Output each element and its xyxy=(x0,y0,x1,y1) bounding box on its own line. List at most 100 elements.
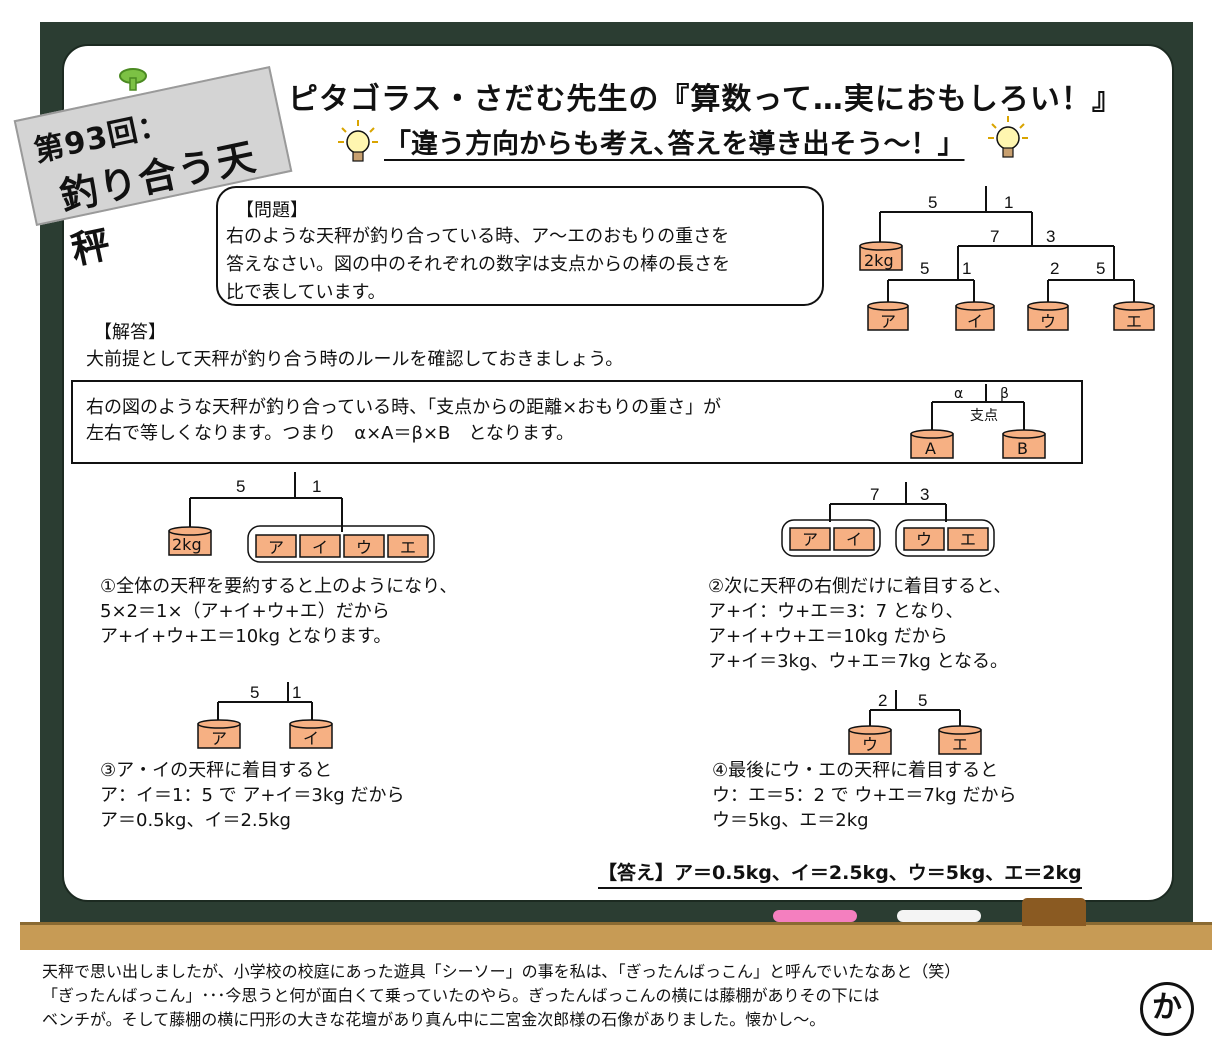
pushpin-icon xyxy=(119,68,147,91)
grouped-weights-outline xyxy=(247,525,435,563)
problem-line: 右のような天秤が釣り合っている時、ア～エのおもりの重さを xyxy=(226,226,730,247)
ratio-label: 3 xyxy=(920,485,929,504)
step-line: ウ＝5kg、エ＝2kg xyxy=(712,810,869,831)
weight-i: イ xyxy=(289,719,333,749)
problem-line: 比で表しています。 xyxy=(226,282,386,303)
svg-text:ア: ア xyxy=(802,530,818,549)
svg-text:ア: ア xyxy=(268,538,284,557)
rule-text: 右の図のような天秤が釣り合っている時、「支点からの距離×おもりの重さ」が 左右で… xyxy=(86,395,721,447)
chalk-ledge xyxy=(20,922,1212,950)
svg-text:ウ: ウ xyxy=(356,538,372,557)
ratio-label: 2 xyxy=(1050,259,1059,278)
problem-box xyxy=(216,186,824,306)
ratio-label: 5 xyxy=(920,259,929,278)
svg-text:エ: エ xyxy=(960,530,976,549)
footer-note: 天秤で思い出しましたが、小学校の校庭にあった遊具「シーソー」の事を私は､「ぎった… xyxy=(42,960,960,1032)
svg-text:イ: イ xyxy=(312,538,328,557)
white-chalk xyxy=(897,910,981,922)
ratio-label: 1 xyxy=(312,477,321,496)
step4-text: ④最後にウ・エの天秤に着目すると ウ：エ＝5：2 で ウ+エ＝7kg だから ウ… xyxy=(712,758,1016,833)
weight-2kg: 2kg xyxy=(168,526,212,556)
step-line: ア+イ+ウ+エ＝10kg だから xyxy=(708,626,948,647)
step-line: ア+イ：ウ+エ＝3：7 となり、 xyxy=(708,601,964,622)
step4-balance-diagram: 2 5 ウ エ xyxy=(848,690,982,755)
svg-text:エ: エ xyxy=(400,538,416,557)
problem-text: 右のような天秤が釣り合っている時、ア～エのおもりの重さを 答えなさい。図の中のそ… xyxy=(226,223,826,307)
svg-text:イ: イ xyxy=(967,312,983,331)
lightbulb-icon xyxy=(988,116,1028,158)
step3-text: ③ア・イの天秤に着目すると ア：イ＝1：5 で ア+イ＝3kg だから ア＝0.… xyxy=(100,758,404,833)
step-line: ア＝0.5kg、イ＝2.5kg xyxy=(100,810,291,831)
ratio-label: 5 xyxy=(918,691,927,710)
ratio-label: 5 xyxy=(236,477,245,496)
weight-a: ア xyxy=(255,534,297,558)
weight-i: イ xyxy=(299,534,341,558)
step2-balance-diagram: 7 3 ア イ ウ エ xyxy=(781,482,995,557)
ratio-label: 7 xyxy=(990,227,999,246)
ratio-label: 5 xyxy=(928,193,937,212)
pink-chalk xyxy=(773,910,857,922)
ratio-label: 1 xyxy=(962,259,971,278)
weight-a: ア xyxy=(867,301,909,331)
final-answer: 【答え】ア＝0.5kg、イ＝2.5kg、ウ＝5kg、エ＝2kg xyxy=(598,858,1082,889)
weight-B: B xyxy=(1002,429,1046,459)
ratio-label: 7 xyxy=(870,485,879,504)
rule-line: 右の図のような天秤が釣り合っている時、「支点からの距離×おもりの重さ」が xyxy=(86,397,722,418)
weight-u: ウ xyxy=(848,725,892,755)
svg-text:ウ: ウ xyxy=(862,735,878,754)
weight-i: イ xyxy=(955,301,995,331)
footer-line: 「ぎったんばっこん」･･･今思うと何が面白くて乗っていたのやら。ぎったんばっこん… xyxy=(42,986,880,1005)
step3-balance-diagram: 5 1 ア イ xyxy=(197,682,333,749)
step2-text: ②次に天秤の右側だけに着目すると、 ア+イ：ウ+エ＝3：7 となり、 ア+イ+ウ… xyxy=(708,574,1011,674)
step-line: ④最後にウ・エの天秤に着目すると xyxy=(712,760,999,781)
svg-text:ア: ア xyxy=(211,729,227,748)
step-line: ③ア・イの天秤に着目すると xyxy=(100,760,333,781)
svg-text:A: A xyxy=(925,439,936,458)
alpha-label: α xyxy=(954,386,963,402)
svg-text:エ: エ xyxy=(952,735,968,754)
weight-a: ア xyxy=(789,527,831,551)
step-line: ①全体の天秤を要約すると上のようになり、 xyxy=(100,576,458,597)
problem-heading: 【問題】 xyxy=(236,200,308,221)
step1-balance-diagram: 5 1 2kg ア イ ウ エ xyxy=(168,472,435,563)
step-line: ②次に天秤の右側だけに着目すると、 xyxy=(708,576,1012,597)
svg-text:イ: イ xyxy=(303,729,319,748)
ratio-label: 1 xyxy=(1004,193,1013,212)
footer-line: ベンチが。そして藤棚の横に円形の大きな花壇があり真ん中に二宮金次郎様の石像があり… xyxy=(42,1010,826,1029)
beta-label: β xyxy=(1000,386,1009,402)
answer-heading: 【解答】 xyxy=(94,322,166,343)
weight-u: ウ xyxy=(1027,301,1069,331)
step-line: ア+イ＝3kg、ウ+エ＝7kg となる。 xyxy=(708,651,1008,672)
eraser xyxy=(1022,898,1086,926)
rule-balance-diagram: α β 支点 A B xyxy=(910,384,1046,459)
fulcrum-label: 支点 xyxy=(970,408,998,424)
weight-u: ウ xyxy=(343,534,385,558)
weight-A: A xyxy=(910,429,954,459)
ka-badge: か xyxy=(1140,982,1194,1036)
weight-i: イ xyxy=(833,527,875,551)
weight-2kg: 2kg xyxy=(859,241,903,271)
step-line: ア+イ+ウ+エ＝10kg となります。 xyxy=(100,626,392,647)
grouped-weights-outline xyxy=(895,519,995,557)
step-line: ウ：エ＝5：2 で ウ+エ＝7kg だから xyxy=(712,785,1017,806)
page-subtitle: 「違う方向からも考え､答えを導き出そう～！」 xyxy=(384,129,965,160)
svg-text:ウ: ウ xyxy=(916,530,932,549)
weight-e: エ xyxy=(387,534,429,558)
ratio-label: 1 xyxy=(292,683,301,702)
grouped-weights-outline xyxy=(781,519,881,557)
step-line: ア：イ＝1：5 で ア+イ＝3kg だから xyxy=(100,785,405,806)
svg-text:エ: エ xyxy=(1126,312,1142,331)
lightbulb-icon xyxy=(338,120,378,162)
svg-text:ウ: ウ xyxy=(1040,312,1056,331)
weight-e: エ xyxy=(947,527,989,551)
ratio-label: 2 xyxy=(878,691,887,710)
step1-text: ①全体の天秤を要約すると上のようになり、 5×2＝1×（ア+イ+ウ+エ）だから … xyxy=(100,574,457,649)
ratio-label: 5 xyxy=(1096,259,1105,278)
footer-line: 天秤で思い出しましたが、小学校の校庭にあった遊具「シーソー」の事を私は､「ぎった… xyxy=(42,962,961,981)
step-line: 5×2＝1×（ア+イ+ウ+エ）だから xyxy=(100,601,390,622)
weight-e: エ xyxy=(1113,301,1155,331)
svg-text:B: B xyxy=(1017,439,1028,458)
weight-u: ウ xyxy=(903,527,945,551)
weight-a: ア xyxy=(197,719,241,749)
weight-e: エ xyxy=(938,725,982,755)
